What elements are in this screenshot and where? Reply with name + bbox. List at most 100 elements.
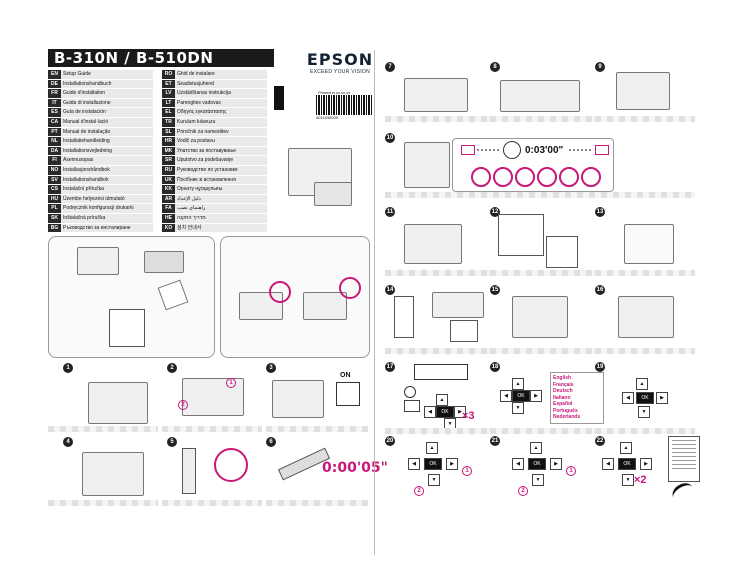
paper-guide-illustration [498, 214, 544, 256]
language-guide-title: מדריך התקנה [175, 213, 267, 223]
right-key: ▶ [550, 458, 562, 470]
language-guide-title: Asennusopas [61, 156, 153, 165]
step-number: 1 [63, 363, 73, 373]
language-menu-item: English [553, 375, 572, 381]
language-guide-title: Manual de instalação [61, 127, 153, 137]
language-code: MK [162, 146, 175, 156]
language-guide-title: Посібник зі встановлення [175, 175, 267, 185]
step-number: 7 [385, 62, 395, 72]
down-key: ▼ [532, 474, 544, 486]
language-guide-title: Podręcznik konfiguracji drukarki [61, 204, 153, 213]
language-code: AR [162, 194, 175, 204]
ok-key: OK [424, 458, 442, 470]
language-code: NL [48, 137, 61, 146]
down-key: ▼ [622, 474, 634, 486]
power-button-illustration [404, 386, 416, 398]
light-icon [461, 145, 475, 155]
language-guide-title: Упатство за поставување [175, 146, 267, 156]
language-code: NO [48, 165, 61, 175]
left-key: ◀ [602, 458, 614, 470]
language-code: FI [48, 156, 61, 165]
ok-key: OK [618, 458, 636, 470]
step-number: 15 [490, 285, 500, 295]
step-divider [385, 116, 495, 122]
step-number: 19 [595, 362, 605, 372]
language-guide-title: Kurulum kılavuzu [175, 117, 267, 127]
paper-tray-illustration [624, 224, 674, 264]
light-icon [595, 145, 609, 155]
step-number: 3 [266, 363, 276, 373]
ink-cartridges-illustration [144, 251, 184, 273]
step-divider [490, 348, 600, 354]
language-code: CA [48, 117, 61, 127]
prohibited-icon [269, 281, 291, 303]
language-code: DE [48, 79, 61, 89]
callout-2: 2 [414, 486, 424, 496]
ok-key: OK [528, 458, 546, 470]
language-code: BG [48, 223, 61, 233]
language-code: SR [162, 156, 175, 165]
ink-cartridge-illustration [182, 448, 196, 494]
language-code: HR [162, 137, 175, 146]
language-guide-title: Setup Guide [61, 70, 153, 79]
prohibited-icon [339, 277, 361, 299]
language-guide-title: Uputstvo za podešavanje [175, 156, 267, 165]
printer-illustration [404, 142, 450, 188]
step-number: 12 [490, 207, 500, 217]
language-menu-item: Español [553, 401, 573, 407]
step-divider [162, 426, 262, 432]
power-button-illustration [336, 382, 360, 406]
step-divider [385, 270, 495, 276]
step-divider [266, 500, 368, 506]
language-code: HE [162, 213, 175, 223]
left-key: ◀ [424, 406, 436, 418]
printer-illustration [82, 452, 144, 496]
barcode [316, 95, 372, 115]
language-menu-item: Italiano [553, 394, 571, 401]
language-guide-title: Uzstādīšanas instrukcija [175, 89, 267, 98]
paper-stack-illustration [394, 296, 414, 338]
language-menu-item: Français [553, 381, 574, 388]
right-key: ▶ [656, 392, 668, 404]
up-key: ▲ [426, 442, 438, 454]
left-key: ◀ [512, 458, 524, 470]
step-divider [48, 426, 158, 432]
language-code: UK [162, 175, 175, 185]
step-divider [595, 270, 695, 276]
prohibited-icon [214, 448, 248, 482]
callout-2: 2 [178, 400, 188, 410]
status-sheet-illustration [668, 436, 700, 482]
language-guide-title: Priročnik za namestitev [175, 127, 267, 137]
printer-illustration [404, 78, 468, 112]
shake-timer: 0:00'05" [322, 460, 388, 476]
printer-illustration [404, 224, 462, 264]
language-guide-title: Орнату нұсқаулығы [175, 185, 267, 194]
step-divider [490, 270, 600, 276]
language-guide-title: Ръководство за инсталиране [61, 223, 153, 233]
brand-tagline: EXCEED YOUR VISION [309, 69, 371, 75]
repeat-count: ×2 [634, 474, 647, 486]
step-divider [266, 426, 368, 432]
printer-illustration [77, 247, 119, 275]
step-number: 14 [385, 285, 395, 295]
left-key: ◀ [500, 390, 512, 402]
key [404, 400, 420, 412]
step-divider [490, 116, 600, 122]
